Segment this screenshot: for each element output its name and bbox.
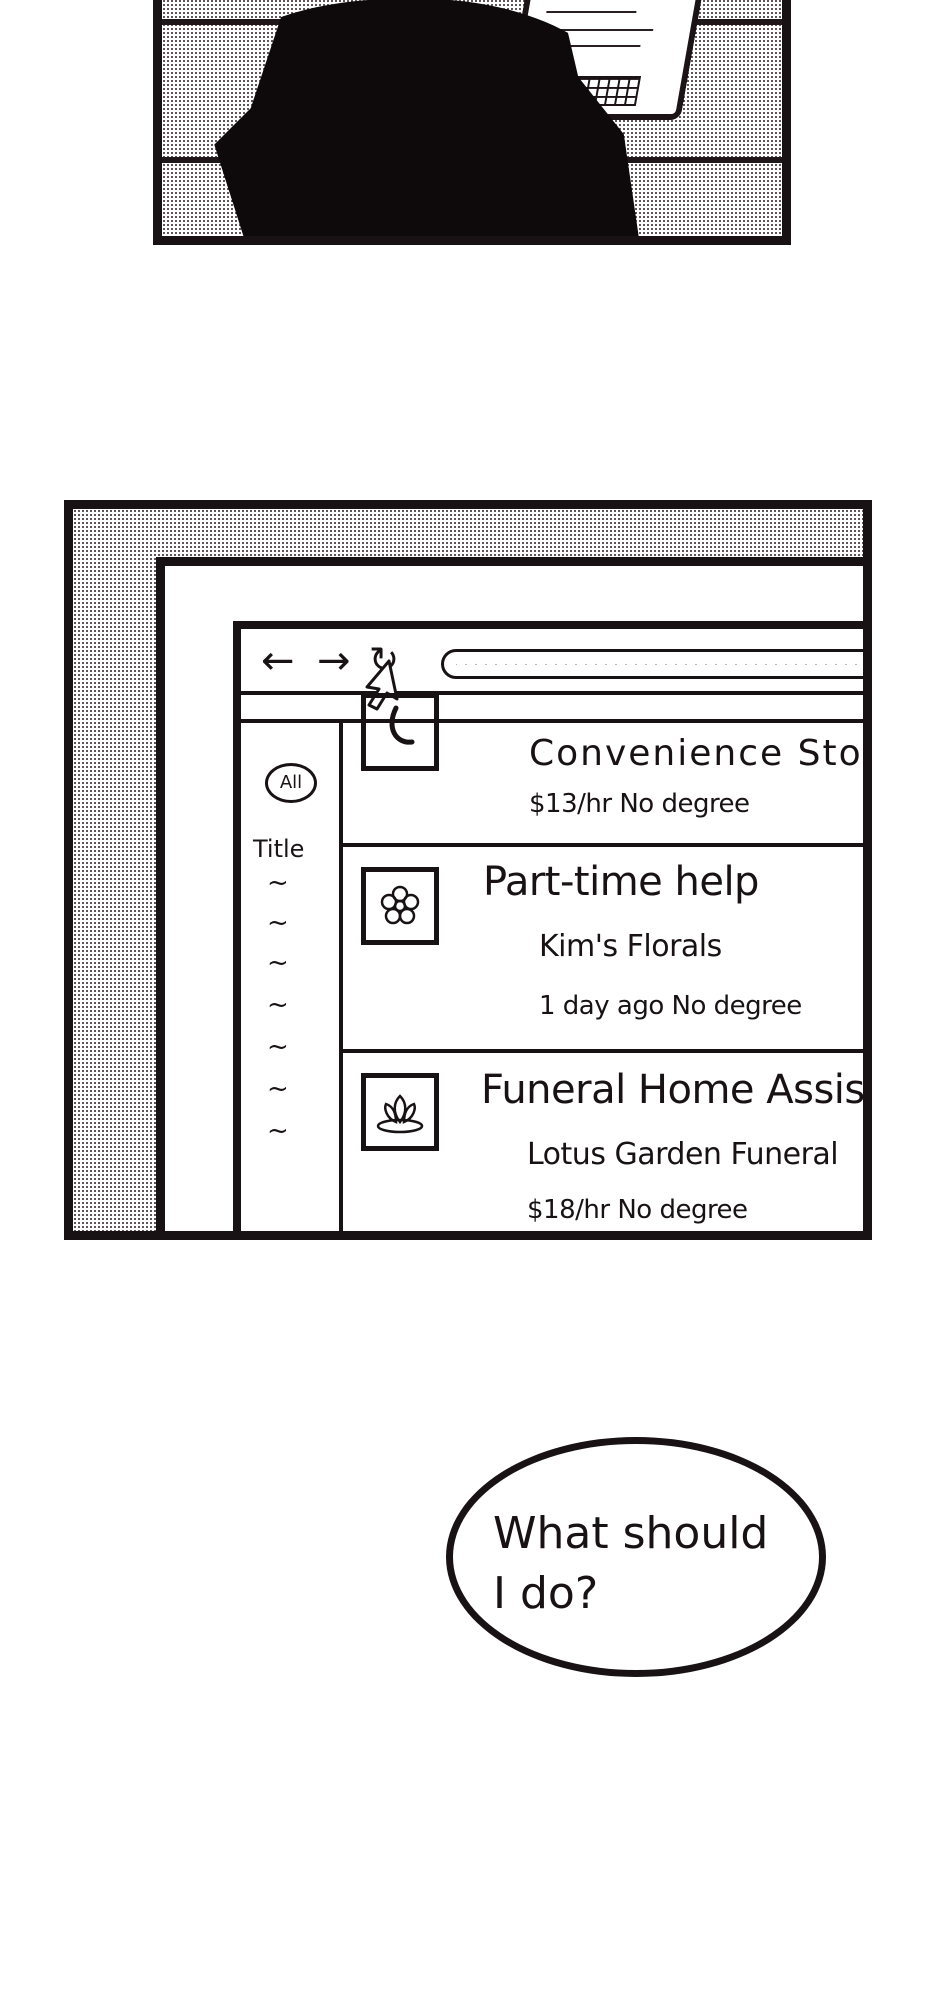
filter-option-scribble[interactable]: ~: [267, 1074, 289, 1104]
job-meta: $18/hr No degree: [527, 1195, 748, 1225]
job-listing-item[interactable]: Convenience Stor $13/hr No degree: [343, 693, 872, 847]
flower-icon: [361, 867, 439, 945]
browser-window: ← → ↻ All Title ~ ~ ~ ~ ~ ~ ~: [233, 621, 872, 1231]
comic-panel-browser: ← → ↻ All Title ~ ~ ~ ~ ~ ~ ~: [64, 500, 872, 1240]
bookmarks-bar: [241, 695, 863, 723]
screen-line: [546, 11, 637, 13]
address-bar[interactable]: [441, 649, 863, 679]
company-name: Lotus Garden Funeral: [527, 1137, 839, 1172]
filter-option-scribble[interactable]: ~: [267, 948, 289, 978]
filter-option-scribble[interactable]: ~: [267, 908, 289, 938]
filter-sidebar: All Title ~ ~ ~ ~ ~ ~ ~: [241, 723, 343, 1231]
store-icon: [361, 693, 439, 771]
back-arrow-icon[interactable]: ←: [261, 638, 295, 684]
comic-panel-top: [153, 0, 791, 245]
filter-all-button[interactable]: All: [265, 763, 317, 803]
lotus-icon: [361, 1073, 439, 1151]
filter-option-scribble[interactable]: ~: [267, 1116, 289, 1146]
job-meta: 1 day ago No degree: [539, 991, 802, 1021]
speech-bubble: What should I do?: [446, 1437, 826, 1677]
filter-option-scribble[interactable]: ~: [267, 990, 289, 1020]
company-name: Kim's Florals: [539, 929, 722, 964]
job-listings: Convenience Stor $13/hr No degree: [343, 693, 872, 1231]
browser-toolbar: ← → ↻: [241, 629, 863, 711]
job-listing-item[interactable]: Part-time help Kim's Florals 1 day ago N…: [343, 847, 863, 1053]
job-title[interactable]: Funeral Home Assistan: [481, 1067, 865, 1113]
job-title[interactable]: Convenience Stor: [529, 733, 872, 774]
job-title[interactable]: Part-time help: [483, 859, 759, 905]
url-scribble: [456, 662, 863, 665]
filter-option-scribble[interactable]: ~: [267, 1032, 289, 1062]
filter-option-scribble[interactable]: ~: [267, 868, 289, 898]
filter-title-label: Title: [253, 835, 305, 863]
job-meta: $13/hr No degree: [529, 789, 750, 819]
forward-arrow-icon[interactable]: →: [317, 638, 351, 684]
job-listing-item[interactable]: Funeral Home Assistan Lotus Garden Funer…: [343, 1053, 865, 1231]
speech-text: What should I do?: [493, 1508, 769, 1619]
